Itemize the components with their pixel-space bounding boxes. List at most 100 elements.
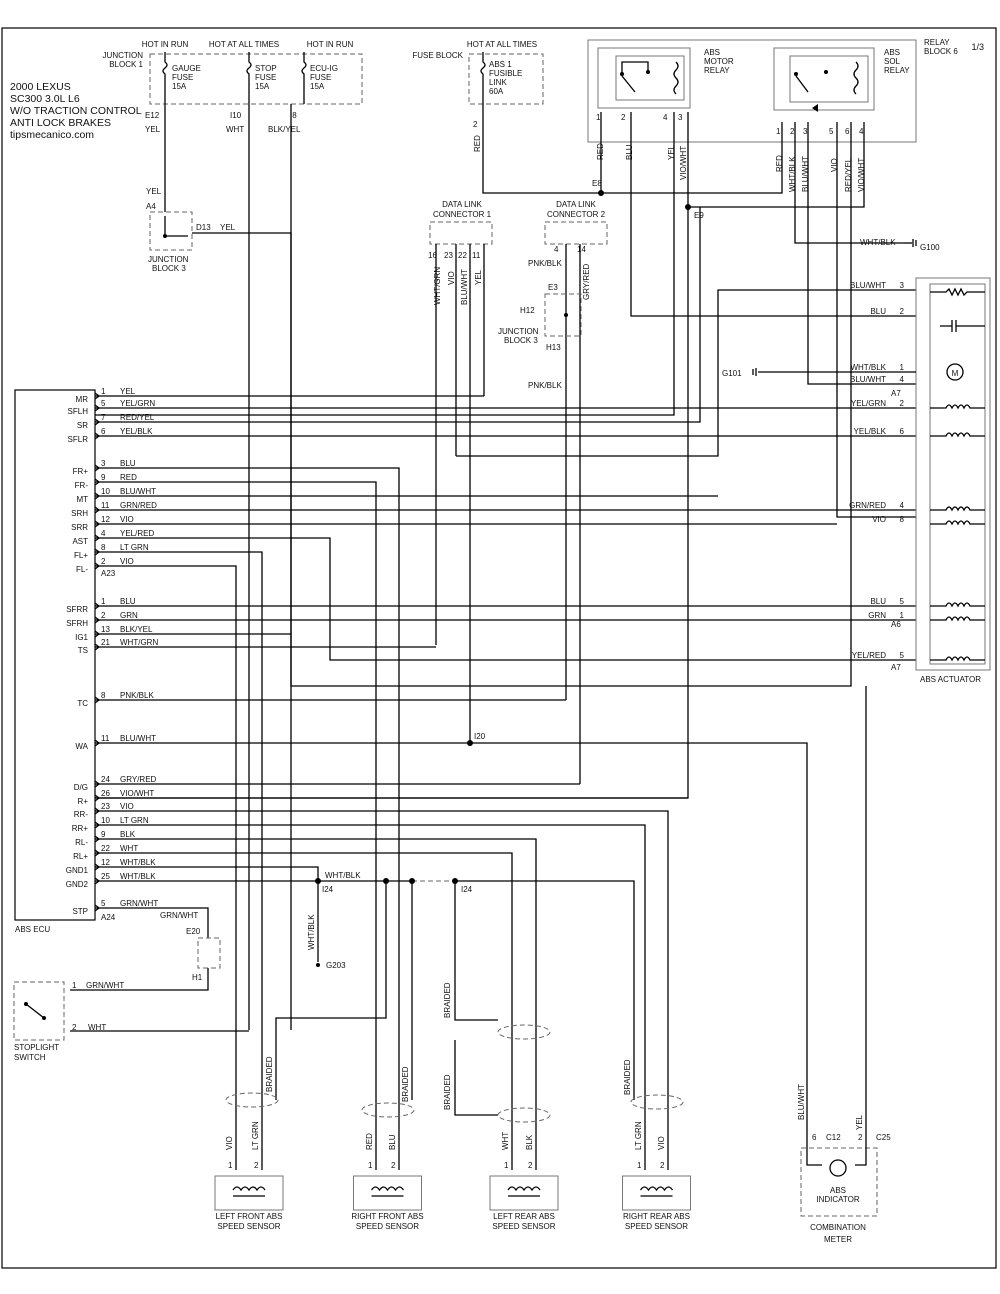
svg-text:E9: E9 — [694, 211, 704, 220]
svg-text:E12: E12 — [145, 111, 160, 120]
svg-text:GAUGE: GAUGE — [172, 64, 201, 73]
svg-text:2: 2 — [900, 307, 905, 316]
svg-text:ABS ACTUATOR: ABS ACTUATOR — [920, 675, 981, 684]
svg-text:CONNECTOR 2: CONNECTOR 2 — [547, 210, 606, 219]
gauge-fuse-icon — [162, 52, 168, 104]
svg-text:I24: I24 — [322, 885, 334, 894]
svg-text:8: 8 — [101, 543, 106, 552]
svg-text:2: 2 — [858, 1133, 863, 1142]
svg-text:YEL: YEL — [120, 387, 136, 396]
ecuig-fuse-icon — [301, 52, 307, 104]
svg-text:LEFT REAR ABS: LEFT REAR ABS — [493, 1212, 555, 1221]
svg-text:WHT: WHT — [88, 1023, 106, 1032]
svg-text:G100: G100 — [920, 243, 940, 252]
svg-text:LINK: LINK — [489, 78, 507, 87]
svg-text:21: 21 — [101, 638, 110, 647]
svg-text:4: 4 — [663, 113, 668, 122]
svg-text:WHT: WHT — [501, 1132, 510, 1150]
svg-text:WHT/BLK: WHT/BLK — [307, 914, 316, 950]
svg-text:WHT/BLK: WHT/BLK — [788, 156, 797, 192]
solenoid-coil-icon — [930, 432, 985, 438]
svg-text:STOPLIGHT: STOPLIGHT — [14, 1043, 59, 1052]
svg-text:6: 6 — [812, 1133, 817, 1142]
svg-text:BLK/YEL: BLK/YEL — [268, 125, 301, 134]
svg-text:1: 1 — [368, 1161, 373, 1170]
svg-text:I8: I8 — [290, 111, 297, 120]
svg-text:5: 5 — [829, 127, 834, 136]
svg-text:YEL: YEL — [146, 187, 162, 196]
svg-text:VIO: VIO — [872, 515, 886, 524]
svg-text:7: 7 — [101, 413, 106, 422]
svg-text:BLU/WHT: BLU/WHT — [120, 487, 156, 496]
svg-text:HOT AT ALL TIMES: HOT AT ALL TIMES — [467, 40, 537, 49]
svg-text:GRN/WHT: GRN/WHT — [160, 911, 198, 920]
actuator-coils — [930, 404, 985, 662]
svg-text:2: 2 — [72, 1023, 77, 1032]
svg-text:SFLR: SFLR — [68, 435, 89, 444]
resistor-icon — [930, 287, 985, 297]
junction-block-1: JUNCTION BLOCK 1 HOT IN RUN HOT AT ALL T… — [103, 40, 363, 134]
pickup-coil-icon — [639, 1186, 674, 1197]
svg-text:TS: TS — [78, 646, 88, 655]
svg-text:13: 13 — [101, 625, 110, 634]
svg-text:2: 2 — [254, 1161, 259, 1170]
svg-text:22: 22 — [458, 251, 467, 260]
svg-text:STOP: STOP — [255, 64, 277, 73]
svg-text:SOL: SOL — [884, 57, 901, 66]
svg-text:YEL: YEL — [220, 223, 236, 232]
svg-text:BLOCK 1: BLOCK 1 — [109, 60, 143, 69]
svg-text:SR: SR — [77, 421, 88, 430]
svg-text:1: 1 — [504, 1161, 509, 1170]
svg-text:2: 2 — [900, 399, 905, 408]
svg-text:G203: G203 — [326, 961, 346, 970]
svg-text:3: 3 — [678, 113, 683, 122]
svg-text:BLU/WHT: BLU/WHT — [797, 1084, 806, 1120]
svg-text:YEL/BLK: YEL/BLK — [120, 427, 153, 436]
svg-text:WHT: WHT — [226, 125, 244, 134]
svg-text:VIO: VIO — [447, 271, 456, 285]
svg-text:JUNCTION: JUNCTION — [148, 255, 189, 264]
svg-text:YEL/GRN: YEL/GRN — [120, 399, 155, 408]
svg-text:ECU-IG: ECU-IG — [310, 64, 338, 73]
svg-text:C25: C25 — [876, 1133, 891, 1142]
svg-text:RED/YEL: RED/YEL — [120, 413, 155, 422]
svg-text:RED: RED — [473, 135, 482, 152]
svg-text:RED: RED — [365, 1133, 374, 1150]
svg-text:BLU: BLU — [870, 597, 886, 606]
svg-text:ABS ECU: ABS ECU — [15, 925, 50, 934]
svg-text:2: 2 — [473, 120, 478, 129]
ground-g100-icon — [905, 239, 917, 247]
svg-text:11: 11 — [472, 251, 481, 260]
svg-text:1: 1 — [776, 127, 781, 136]
svg-text:FUSE: FUSE — [172, 73, 193, 82]
svg-text:D13: D13 — [196, 223, 211, 232]
svg-text:RED/YEL: RED/YEL — [844, 157, 853, 192]
svg-text:26: 26 — [101, 789, 110, 798]
svg-text:D/G: D/G — [74, 783, 88, 792]
svg-text:BLU: BLU — [625, 144, 634, 160]
svg-text:RED: RED — [775, 155, 784, 172]
svg-text:10: 10 — [101, 816, 110, 825]
svg-text:BRAIDED: BRAIDED — [265, 1056, 274, 1092]
svg-text:DATA LINK: DATA LINK — [442, 200, 482, 209]
svg-text:YEL: YEL — [145, 125, 161, 134]
svg-text:LT GRN: LT GRN — [634, 1121, 643, 1150]
svg-text:GRN/WHT: GRN/WHT — [120, 899, 158, 908]
svg-text:RELAY: RELAY — [704, 66, 730, 75]
svg-text:INDICATOR: INDICATOR — [816, 1195, 859, 1204]
svg-text:ABS 1: ABS 1 — [489, 60, 512, 69]
svg-text:GND2: GND2 — [66, 880, 89, 889]
svg-text:CONNECTOR 1: CONNECTOR 1 — [433, 210, 492, 219]
stoplight-switch: 1 2 GRN/WHT WHT STOPLIGHT SWITCH — [13, 981, 124, 1062]
svg-text:SFRH: SFRH — [66, 619, 88, 628]
svg-text:6: 6 — [101, 427, 106, 436]
